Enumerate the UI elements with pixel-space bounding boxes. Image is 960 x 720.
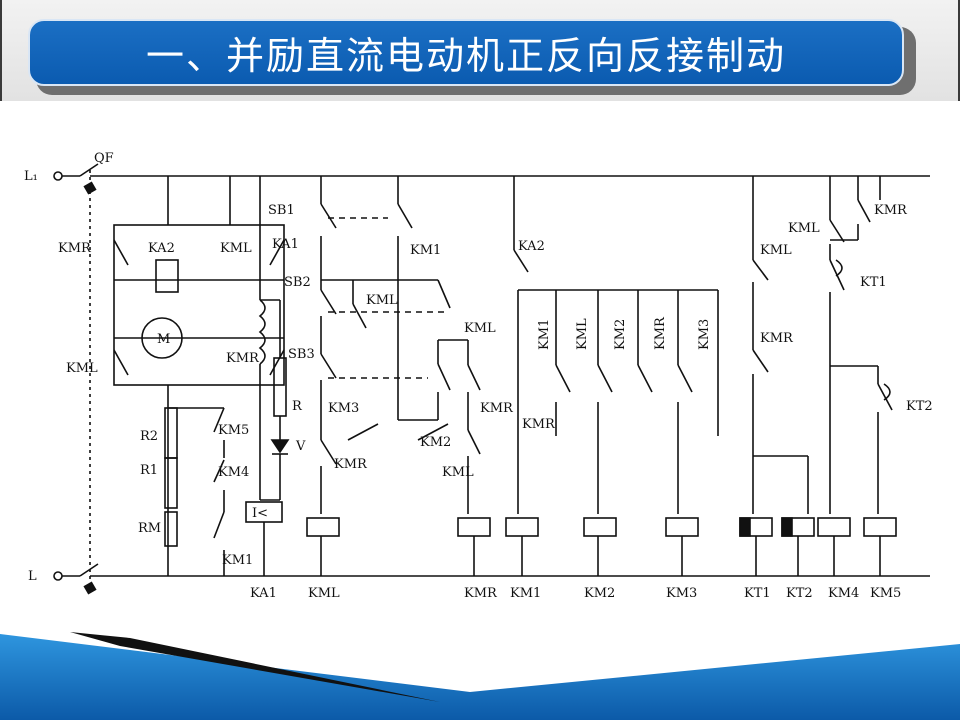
label-bridge-kmr-top: KMR — [58, 241, 92, 256]
breaker-switch-top — [79, 163, 99, 177]
label-r2: R2 — [140, 429, 158, 444]
coil-label-1: KML — [308, 586, 340, 601]
label-kml-b: KML — [464, 321, 496, 336]
label-power-top: L₁ — [24, 169, 38, 184]
label-motor: M — [157, 332, 170, 347]
label-sb1: SB1 — [268, 203, 295, 218]
km2-coil — [583, 517, 617, 537]
motor-symbol — [141, 317, 183, 359]
label-km5: KM5 — [218, 423, 249, 438]
label-rm: RM — [138, 521, 161, 536]
label-col-kmr: KMR — [653, 316, 668, 350]
label-kt1: KT1 — [860, 275, 887, 290]
label-kmr-d: KMR — [760, 331, 794, 346]
motor-control-schematic: L₁ L QF KMR KML KA2 M KML KMR R2 R1 RM K… — [24, 151, 933, 601]
km1-coil — [505, 517, 539, 537]
label-col-kml: KML — [575, 318, 590, 350]
label-kml-e: KML — [788, 221, 820, 236]
label-power-bottom: L — [28, 569, 37, 584]
label-col-km3: KM3 — [697, 319, 712, 350]
coil-label-3: KM1 — [510, 586, 541, 601]
label-kt2: KT2 — [906, 399, 933, 414]
coil-label-8: KM4 — [828, 586, 859, 601]
label-ka1: KA1 — [272, 237, 299, 252]
kmr-coil — [457, 517, 491, 537]
label-kml-a: KML — [366, 293, 398, 308]
field-winding — [258, 299, 266, 365]
label-km1-field: KM1 — [222, 553, 253, 568]
coil-label-0: KA1 — [250, 586, 277, 601]
label-bridge-kml-bottom: KML — [66, 361, 98, 376]
label-kmr-e: KMR — [874, 203, 908, 218]
title-bar: 一、并励直流电动机正反向反接制动 — [28, 19, 904, 86]
coil-label-4: KM2 — [584, 586, 615, 601]
label-kml-c: KML — [442, 465, 474, 480]
resistor-r2 — [164, 407, 178, 459]
ka2-coil — [155, 259, 179, 293]
breaker-switch-bottom — [79, 563, 99, 577]
footer-band — [0, 632, 960, 720]
label-field-r: R — [292, 399, 303, 414]
label-km4: KM4 — [218, 465, 249, 480]
label-kmr-c: KMR — [522, 417, 556, 432]
km3-coil — [665, 517, 699, 537]
label-bridge-ka2: KA2 — [148, 241, 175, 256]
label-diode: V — [295, 439, 306, 454]
label-ka1-coil: I< — [252, 506, 268, 521]
resistor-r1 — [164, 457, 178, 509]
resistor-rm — [164, 511, 178, 547]
coil-label-7: KT2 — [786, 586, 813, 601]
label-ka2: KA2 — [518, 239, 545, 254]
label-qf: QF — [94, 151, 114, 166]
kt2-contact — [883, 383, 891, 401]
kml-coil — [306, 517, 340, 537]
kt1-contact — [835, 259, 843, 277]
header-left-edge — [0, 0, 2, 101]
diode-v — [270, 439, 290, 454]
label-col-km2: KM2 — [613, 319, 628, 350]
label-km3: KM3 — [328, 401, 359, 416]
label-kml-d: KML — [760, 243, 792, 258]
label-r1: R1 — [140, 463, 158, 478]
header-right-edge — [958, 0, 960, 101]
label-kmr-b: KMR — [480, 401, 514, 416]
slide-title: 一、并励直流电动机正反向反接制动 — [145, 34, 786, 78]
label-km1-a: KM1 — [410, 243, 441, 258]
label-sb2: SB2 — [284, 275, 311, 290]
km4-coil — [817, 517, 851, 537]
footer-swoosh-black — [70, 632, 440, 702]
terminal-top — [53, 171, 63, 181]
label-bridge-kml-top: KML — [220, 241, 252, 256]
coil-label-6: KT1 — [744, 586, 771, 601]
terminal-bottom — [53, 571, 63, 581]
label-bridge-kmr-bottom: KMR — [226, 351, 260, 366]
label-km2-a: KM2 — [420, 435, 451, 450]
bridge-frame — [113, 224, 285, 386]
coil-label-2: KMR — [464, 586, 498, 601]
label-kmr-a: KMR — [334, 457, 368, 472]
coil-label-5: KM3 — [666, 586, 697, 601]
footer-swoosh-white — [0, 632, 960, 692]
label-sb3: SB3 — [288, 347, 315, 362]
label-km1-b: KM1 — [537, 319, 552, 350]
km5-coil — [863, 517, 897, 537]
coil-label-9: KM5 — [870, 586, 901, 601]
